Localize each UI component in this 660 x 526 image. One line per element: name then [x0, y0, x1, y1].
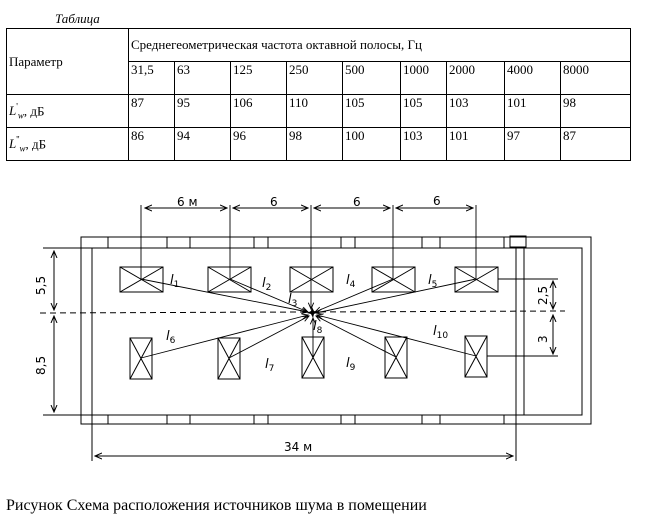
value-cell: 110: [286, 94, 343, 128]
freq-cell: 2000: [446, 61, 505, 95]
value-cell: 96: [230, 127, 287, 161]
svg-text:l2: l2: [262, 276, 271, 293]
figure-caption: Рисунок Схема расположения источников шу…: [6, 497, 427, 514]
svg-text:l4: l4: [346, 273, 356, 290]
value-cell: 103: [400, 127, 447, 161]
value-cell: 98: [286, 127, 343, 161]
dim-left-top: 5,5: [34, 276, 48, 295]
value-cell: 87: [128, 94, 175, 128]
svg-text:l5: l5: [428, 273, 437, 290]
dim-left-bottom: 8,5: [34, 356, 48, 375]
svg-text:l6: l6: [166, 329, 176, 346]
value-cell: 101: [504, 94, 561, 128]
sound-rays: [140, 205, 477, 359]
freq-cell: 4000: [504, 61, 561, 95]
table-caption: Таблица: [55, 11, 100, 26]
svg-text:l10: l10: [433, 324, 448, 341]
row-label: L'w, дБ: [6, 94, 129, 128]
table-row: L'w, дБ 87 95 106 110 105 105 103 101 98: [6, 94, 631, 128]
bottom-dimension: [91, 415, 517, 461]
data-table: Параметр Среднегеометрическая частота ок…: [6, 28, 631, 161]
freq-cell: 500: [342, 61, 401, 95]
svg-text:l9: l9: [346, 356, 356, 373]
frequency-row: 31,5 63 125 250 500 1000 2000 4000 8000: [7, 61, 631, 95]
value-cell: 97: [504, 127, 561, 161]
value-cell: 105: [400, 94, 447, 128]
dim-top-3: 6: [353, 195, 361, 209]
freq-cell: 1000: [400, 61, 447, 95]
dim-top-4: 6: [433, 194, 441, 208]
value-cell: 94: [174, 127, 231, 161]
value-cell: 101: [446, 127, 505, 161]
receiver-point-icon: [307, 307, 318, 318]
left-dimensions: [43, 247, 92, 416]
distance-labels: l1 l2 l3 l4 l5 l6 l7 l8 l9 l10: [166, 273, 448, 374]
freq-cell: 8000: [560, 61, 631, 95]
header-param: Параметр: [6, 28, 129, 95]
noise-sources: [119, 266, 499, 380]
svg-text:l3: l3: [288, 292, 297, 309]
row-label: L''w, дБ: [6, 127, 129, 161]
svg-text:l8: l8: [313, 319, 323, 336]
freq-cell: 63: [174, 61, 231, 95]
value-cell: 106: [230, 94, 287, 128]
freq-cell: 250: [286, 61, 343, 95]
dim-right-bottom: 3: [536, 335, 550, 343]
svg-text:l7: l7: [265, 357, 274, 374]
room-scheme: 6 м 6 6 6 5,5 8,5 2,5 3 34 м l1 l2 l3 l4…: [34, 194, 592, 461]
value-cell: 100: [342, 127, 401, 161]
value-cell: 87: [560, 127, 631, 161]
header-frequency: Среднегеометрическая частота октавной по…: [128, 28, 631, 62]
value-cell: 98: [560, 94, 631, 128]
value-cell: 86: [128, 127, 175, 161]
value-cell: 103: [446, 94, 505, 128]
value-cell: 95: [174, 94, 231, 128]
right-dimensions: [487, 278, 558, 357]
dim-bottom: 34 м: [284, 440, 312, 454]
dim-top-2: 6: [270, 195, 278, 209]
dim-top-1: 6 м: [177, 195, 198, 209]
freq-cell: 31,5: [128, 61, 175, 95]
table-row: L''w, дБ 86 94 96 98 100 103 101 97 87: [6, 127, 631, 161]
freq-cell: 125: [230, 61, 287, 95]
value-cell: 105: [342, 94, 401, 128]
svg-text:l1: l1: [170, 273, 179, 290]
room-walls: [80, 235, 592, 425]
dim-right-top: 2,5: [536, 286, 550, 305]
